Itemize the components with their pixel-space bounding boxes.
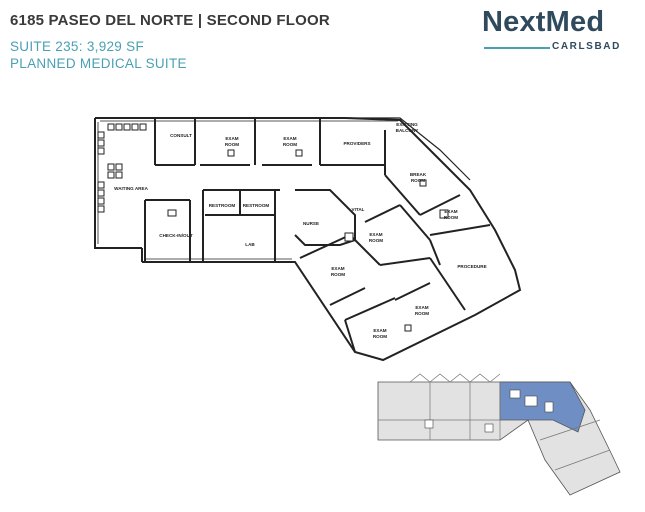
label-exam-5: EXAM <box>331 266 344 271</box>
label-balcony: BALCONY <box>396 128 419 133</box>
label-exam-7: EXAM <box>373 328 386 333</box>
label-room-7: ROOM <box>373 334 387 339</box>
label-restroom-1: RESTROOM <box>209 203 236 208</box>
label-nurse: NURSE <box>303 221 319 226</box>
label-restroom-2: RESTROOM <box>243 203 270 208</box>
label-room-2: ROOM <box>283 142 297 147</box>
label-break-room: ROOM <box>411 178 425 183</box>
label-exam-2: EXAM <box>283 136 296 141</box>
building-address: 6185 PASEO DEL NORTE | SECOND FLOOR <box>10 12 330 29</box>
suite-info: SUITE 235: 3,929 SF PLANNED MEDICAL SUIT… <box>10 38 187 72</box>
suite-type: PLANNED MEDICAL SUITE <box>10 56 187 71</box>
nextmed-logo: NextMed CARLSBAD <box>482 6 632 52</box>
label-exam-1: EXAM <box>225 136 238 141</box>
label-existing: EXISTING <box>396 122 418 127</box>
label-consult: CONSULT <box>170 133 192 138</box>
label-exam-4: EXAM <box>369 232 382 237</box>
logo-subtitle: CARLSBAD <box>552 41 621 52</box>
label-room-6: ROOM <box>415 311 429 316</box>
label-procedure: PROCEDURE <box>457 264 486 269</box>
label-providers: PROVIDERS <box>343 141 370 146</box>
logo-wordmark: NextMed <box>482 6 605 38</box>
label-break: BREAK <box>410 172 427 177</box>
label-exam-6: EXAM <box>415 305 428 310</box>
label-room-1: ROOM <box>225 142 239 147</box>
label-room-5: ROOM <box>331 272 345 277</box>
label-room-4: ROOM <box>369 238 383 243</box>
label-vital: VITAL <box>352 207 365 212</box>
label-waiting-area: WAITING AREA <box>114 186 148 191</box>
label-lab: LAB <box>245 242 255 247</box>
logo-rule <box>484 47 550 49</box>
suite-size: SUITE 235: 3,929 SF <box>10 39 145 54</box>
label-check-in-out: CHECK-IN/OUT <box>159 233 193 238</box>
label-exam-3: EXAM <box>444 209 457 214</box>
label-room-3: ROOM <box>444 215 458 220</box>
